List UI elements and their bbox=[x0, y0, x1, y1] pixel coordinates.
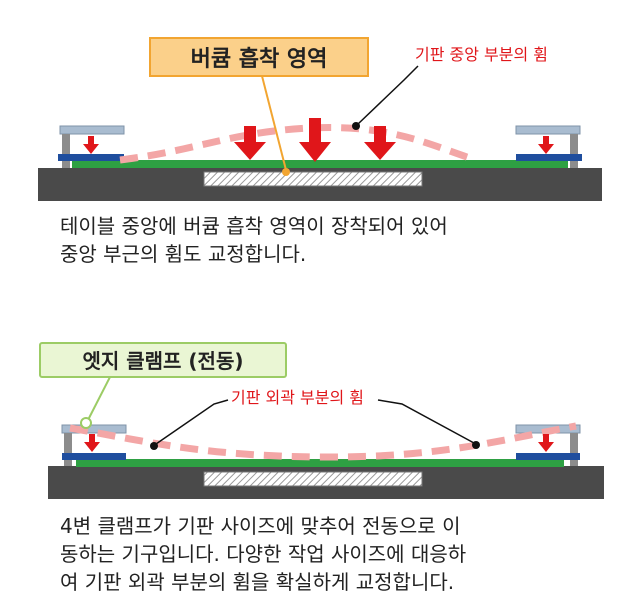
warp-curve bbox=[69, 422, 577, 461]
down-arrow-icon bbox=[538, 136, 554, 154]
edge-clamp-leader-line bbox=[87, 376, 111, 421]
edge-warp-callout: 기판 외곽 부분의 휨 bbox=[231, 388, 364, 407]
vacuum-leader-dot bbox=[282, 168, 290, 176]
board bbox=[72, 160, 568, 168]
edge-warp-dot-left bbox=[150, 442, 158, 450]
edge-warp-dot-right bbox=[472, 441, 480, 449]
caption-line: 4변 클램프가 기판 사이즈에 맞추어 전동으로 이 bbox=[60, 514, 461, 538]
left-edge-clamp bbox=[61, 424, 127, 466]
warp-curve bbox=[119, 124, 472, 164]
center-warp-leader bbox=[357, 65, 419, 125]
caption-line: 동하는 기구입니다. 다양한 작업 사이즈에 대응하 bbox=[60, 542, 467, 566]
diagram-edge-clamp: 엣지 클램프 (전동) 기판 외곽 부분의 휨 bbox=[39, 342, 604, 499]
center-warp-callout: 기판 중앙 부분의 휨 bbox=[415, 45, 548, 64]
center-warp-dot bbox=[352, 122, 360, 130]
press-arrow-icon bbox=[364, 126, 396, 160]
vacuum-area bbox=[203, 171, 423, 187]
vacuum-caption: 테이블 중앙에 버큠 흡착 영역이 장착되어 있어 중앙 부근의 휨도 교정합니… bbox=[60, 212, 620, 268]
vacuum-area bbox=[203, 471, 423, 487]
board bbox=[76, 459, 564, 467]
down-arrow-icon bbox=[84, 434, 100, 452]
left-clamp bbox=[58, 125, 125, 168]
caption-line: 중앙 부근의 휨도 교정합니다. bbox=[60, 242, 307, 266]
down-arrow-icon bbox=[538, 434, 554, 452]
vacuum-label-box bbox=[149, 37, 369, 77]
vacuum-label: 버큠 흡착 영역 bbox=[191, 47, 328, 72]
edge-warp-leader-right bbox=[377, 399, 475, 444]
right-clamp bbox=[515, 125, 582, 168]
caption-line: 테이블 중앙에 버큠 흡착 영역이 장착되어 있어 bbox=[60, 214, 448, 238]
edge-clamp-label-box bbox=[39, 342, 287, 378]
edge-clamp-leader-dot bbox=[80, 417, 92, 429]
edge-warp-leader-left bbox=[155, 399, 229, 445]
press-arrow-icon bbox=[234, 126, 266, 160]
diagram-vacuum: 버큠 흡착 영역 기판 중앙 부분의 휨 bbox=[38, 37, 602, 201]
down-arrow-icon bbox=[83, 136, 99, 154]
caption-line: 여 기판 외곽 부분의 휨을 확실하게 교정합니다. bbox=[60, 570, 455, 594]
press-arrow-icon bbox=[299, 118, 331, 162]
edge-clamp-caption: 4변 클램프가 기판 사이즈에 맞추어 전동으로 이 동하는 기구입니다. 다양… bbox=[60, 512, 620, 596]
vacuum-leader-line bbox=[261, 75, 287, 171]
edge-clamp-label: 엣지 클램프 (전동) bbox=[82, 349, 243, 373]
